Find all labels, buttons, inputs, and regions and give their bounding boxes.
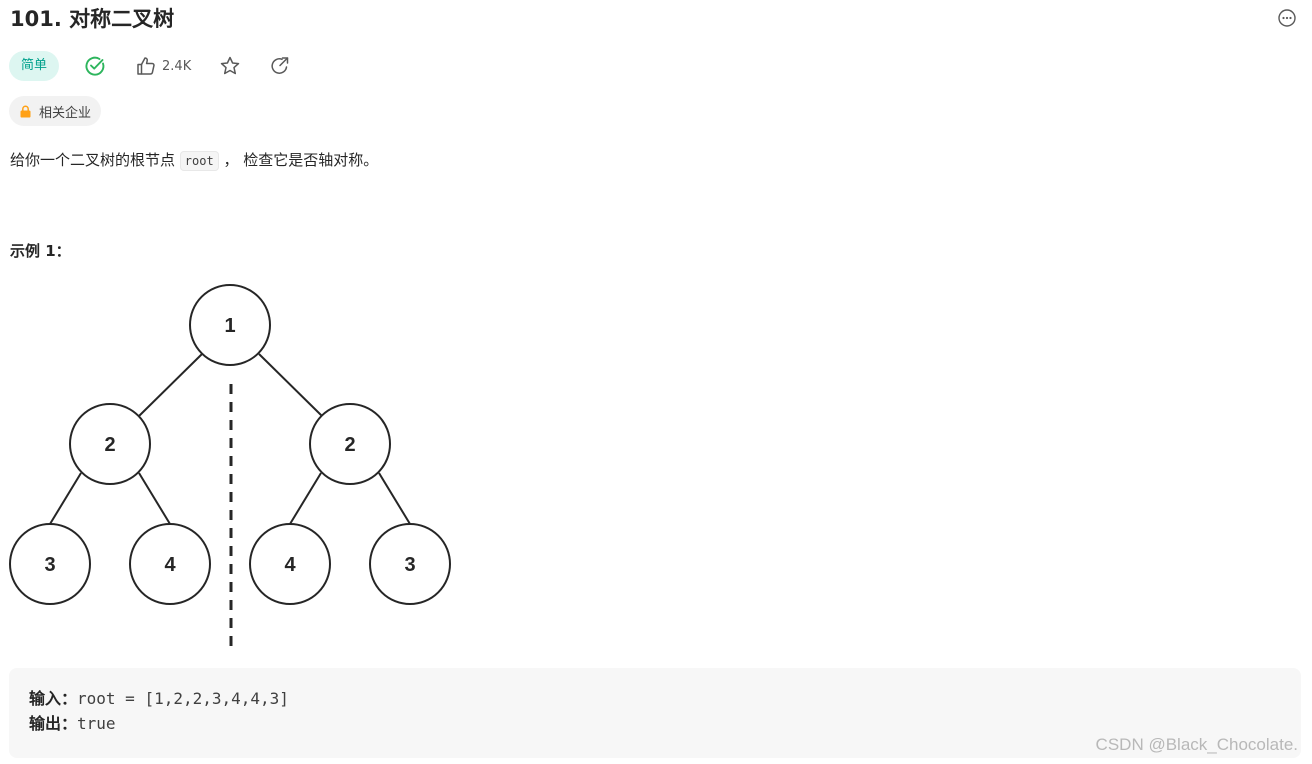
symmetric-tree-diagram: 1 2 2 3 4 4 3 — [9, 284, 451, 646]
tree-node-label: 2 — [344, 434, 355, 456]
output-value: true — [77, 714, 116, 733]
input-value: root = [1,2,2,3,4,4,3] — [77, 689, 289, 708]
more-icon[interactable] — [1278, 9, 1296, 27]
company-tag[interactable]: 相关企业 — [9, 96, 102, 126]
like-count: 2.4K — [162, 58, 192, 74]
tree-edge — [378, 472, 411, 525]
tree-edge — [258, 353, 323, 417]
description-text-before: 给你一个二叉树的根节点 — [10, 151, 180, 169]
tree-node-circle — [189, 284, 271, 366]
tree-node-circle — [309, 403, 391, 485]
problem-title: 101. 对称二叉树 — [10, 7, 175, 31]
tree-edge — [138, 353, 203, 417]
tree-edge — [49, 472, 82, 525]
check-circle-icon[interactable] — [84, 55, 106, 77]
tree-node-label: 3 — [44, 554, 55, 576]
lock-icon — [20, 105, 31, 117]
tree-node-circle — [129, 523, 211, 605]
tree-node-label: 2 — [104, 434, 115, 456]
tree-node-label: 3 — [404, 554, 415, 576]
difficulty-badge: 简单 — [9, 51, 60, 81]
example-io-block: 输入：root = [1,2,2,3,4,4,3] 输出：true — [9, 668, 1301, 758]
tree-node-label: 4 — [164, 554, 176, 576]
problem-description: 给你一个二叉树的根节点 root ， 检查它是否轴对称。 — [10, 147, 378, 174]
share-icon[interactable] — [269, 55, 291, 77]
like-button[interactable]: 2.4K — [135, 55, 191, 77]
thumbs-up-icon — [137, 57, 155, 75]
watermark: CSDN @Black_Chocolate. — [1095, 735, 1298, 754]
tree-node-circle — [69, 403, 151, 485]
problem-meta-row: 简单 2.4K — [9, 51, 291, 81]
input-label: 输入： — [29, 689, 78, 708]
company-tag-label: 相关企业 — [39, 105, 92, 121]
tree-node-label: 4 — [284, 554, 296, 576]
example-output-line: 输出：true — [29, 712, 116, 736]
output-label: 输出： — [29, 714, 78, 733]
star-icon[interactable] — [219, 55, 241, 77]
tree-node-circle — [9, 523, 91, 605]
description-text-after: ， 检查它是否轴对称。 — [218, 151, 379, 169]
example-input-line: 输入：root = [1,2,2,3,4,4,3] — [29, 687, 289, 711]
tree-node-label: 1 — [224, 315, 235, 337]
tree-node-circle — [249, 523, 331, 605]
tree-edge — [289, 472, 322, 525]
tree-edge — [138, 472, 171, 525]
inline-code-root: root — [179, 151, 219, 171]
tree-node-circle — [369, 523, 451, 605]
example-title: 示例 1： — [10, 242, 71, 260]
